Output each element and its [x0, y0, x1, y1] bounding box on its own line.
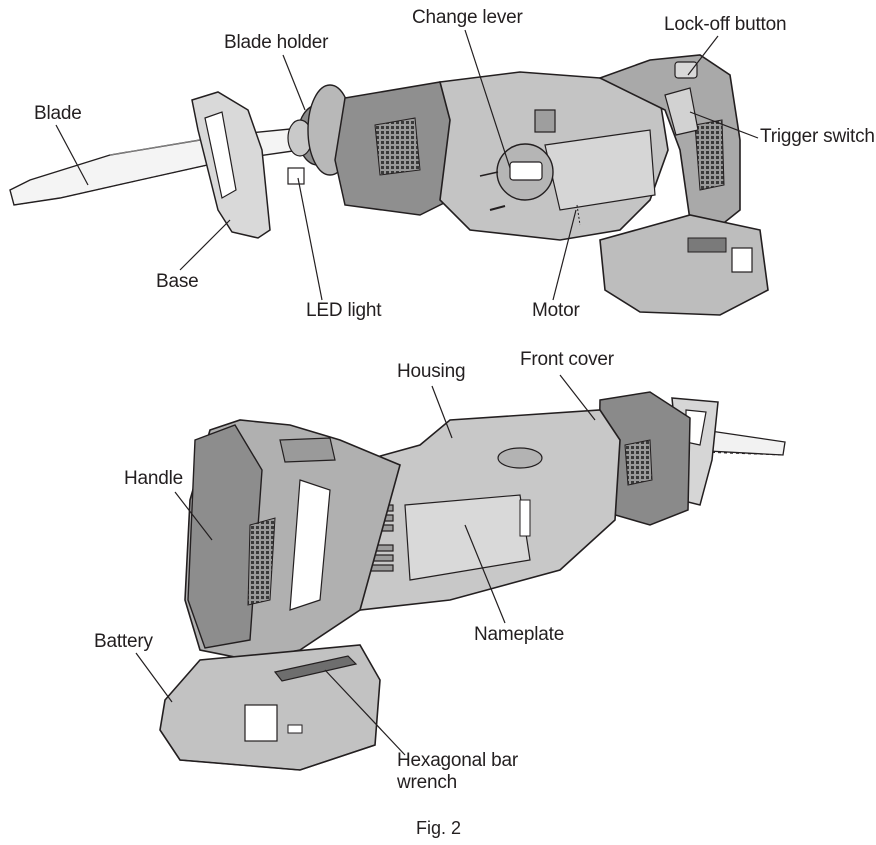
hex-wrench-shape: [273, 655, 358, 682]
label-change-lever: Change lever: [412, 7, 523, 28]
label-hex-wrench-line1: Hexagonal bar: [397, 750, 518, 771]
rear-handle-shape: [597, 54, 741, 231]
label-trigger-switch: Trigger switch: [760, 126, 875, 147]
label-housing: Housing: [397, 361, 466, 382]
label-led-light: LED light: [306, 300, 382, 321]
figure-caption: Fig. 2: [416, 818, 462, 838]
label-battery: Battery: [94, 631, 153, 652]
battery-shape: [159, 644, 381, 771]
saw-bottom-view: [159, 391, 786, 771]
top-leader-lines: [55, 29, 759, 301]
front-cover-shape: [597, 391, 691, 526]
handle-shape: [184, 419, 401, 661]
label-blade: Blade: [34, 103, 82, 124]
battery-top-shape: [599, 214, 769, 316]
saw-top-view: [9, 54, 769, 316]
label-blade-holder: Blade holder: [224, 32, 329, 53]
front-grip-shape: [334, 81, 461, 216]
label-base: Base: [156, 271, 199, 292]
label-motor: Motor: [532, 300, 580, 321]
label-front-cover: Front cover: [520, 349, 614, 370]
blade-holder-shape: [287, 84, 353, 176]
change-lever-shape: [479, 143, 554, 211]
bottom-leader-lines: [135, 374, 596, 756]
label-hex-wrench-line2: wrench: [397, 772, 458, 793]
base-shape: [191, 91, 271, 239]
label-nameplate: Nameplate: [474, 624, 565, 645]
label-handle: Handle: [124, 468, 184, 489]
motor-housing-shape: [438, 71, 669, 241]
led-light-shape: [287, 167, 305, 185]
label-lock-off-button: Lock-off button: [664, 14, 787, 35]
